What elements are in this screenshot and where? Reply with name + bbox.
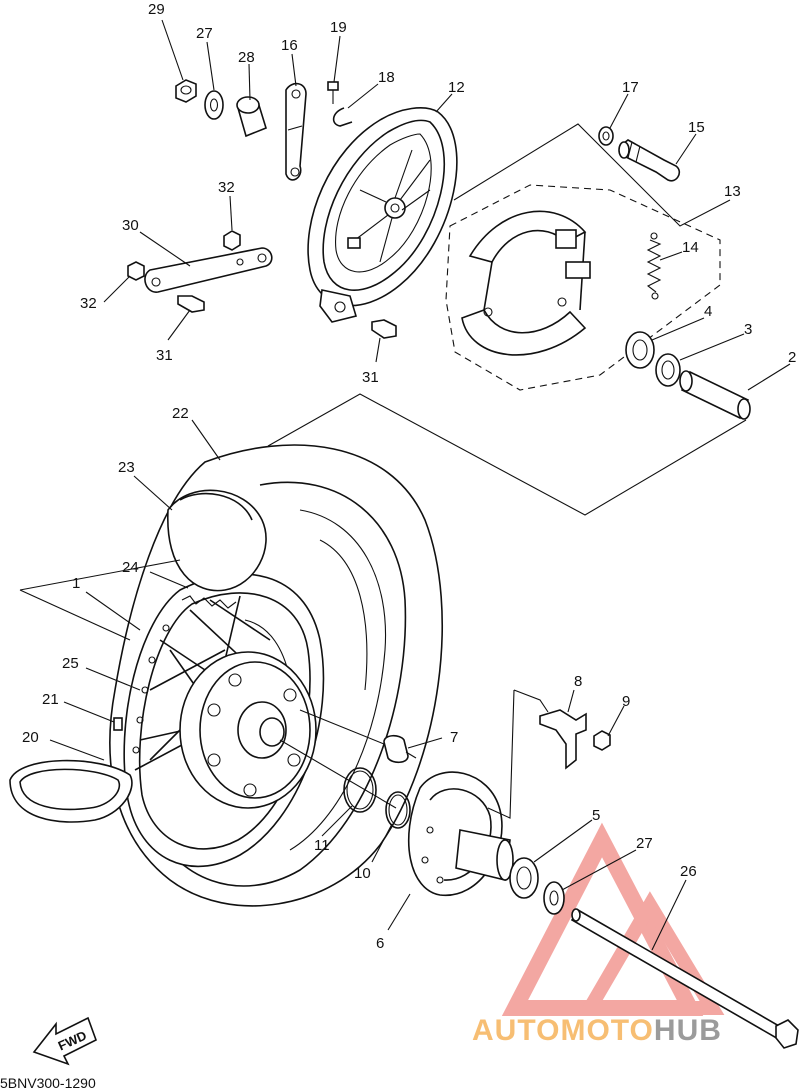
part-31-bolt-left [177, 295, 205, 313]
label-26: 26 [680, 863, 697, 880]
part-11-o-ring [343, 767, 377, 813]
label-31-right: 31 [362, 369, 379, 386]
part-8-lock-washer [539, 709, 587, 770]
label-32-upper: 32 [218, 179, 235, 196]
watermark-logo-icon [501, 822, 725, 1016]
label-12: 12 [448, 79, 465, 96]
part-7-damper [383, 734, 417, 764]
fwd-arrow-icon: FWD [32, 1016, 97, 1066]
part-17-washer [598, 126, 614, 146]
drawing-code: 5BNV300-1290 [0, 1075, 96, 1091]
label-29: 29 [148, 1, 165, 18]
label-18: 18 [378, 69, 395, 86]
watermark-text-part2: HUB [654, 1014, 722, 1047]
part-29-nut [175, 79, 197, 103]
part-24-rim-band [181, 595, 237, 609]
part-32-nut-lower [127, 261, 145, 281]
leader-lines [19, 19, 791, 951]
label-20: 20 [22, 729, 39, 746]
label-11: 11 [314, 837, 330, 854]
part-18-clip [332, 107, 353, 127]
part-16-rod [285, 82, 307, 181]
part-23-inner-tube [167, 489, 267, 592]
label-5: 5 [592, 807, 600, 824]
label-31-left: 31 [156, 347, 173, 364]
label-24: 24 [122, 559, 139, 576]
part-31-bolt-right [371, 319, 397, 339]
label-10: 10 [354, 865, 371, 882]
label-28: 28 [238, 49, 255, 66]
label-17: 17 [622, 79, 639, 96]
part-9-nut [593, 730, 611, 751]
part-15-brake-cam [618, 139, 681, 182]
label-14: 14 [682, 239, 699, 256]
part-26-axle [570, 908, 799, 1049]
label-19: 19 [330, 19, 347, 36]
part-27-washer-top [204, 90, 224, 120]
label-9: 9 [622, 693, 630, 710]
label-16: 16 [281, 37, 298, 54]
label-32-lower: 32 [80, 295, 97, 312]
part-30-torque-rod [144, 247, 273, 293]
label-2: 2 [788, 349, 796, 366]
part-20-tire-flap [9, 759, 133, 823]
label-4: 4 [704, 303, 712, 320]
label-15: 15 [688, 119, 705, 136]
hub [179, 651, 317, 809]
part-32-nut-upper [223, 230, 241, 251]
part-6-driven-hub [407, 771, 514, 896]
label-13: 13 [724, 183, 741, 200]
part-2-spacer [679, 370, 751, 420]
part-labels: 29 27 28 16 19 18 12 17 15 13 14 32 30 3… [22, 1, 796, 952]
part-14-spring [646, 232, 662, 300]
part-27-washer-bottom [543, 881, 565, 915]
label-1: 1 [72, 575, 80, 592]
watermark-text-part1: AUTOMOTO [472, 1014, 654, 1047]
part-5-bearing [509, 857, 539, 899]
part-10-o-ring [385, 791, 411, 829]
label-27: 27 [196, 25, 213, 42]
part-12-brake-panel [307, 107, 458, 323]
part-4-bearing [625, 331, 655, 369]
part-3-oil-seal [655, 353, 681, 387]
label-30: 30 [122, 217, 139, 234]
watermark-text: AUTOMOTOHUB [472, 1014, 722, 1047]
label-8: 8 [574, 673, 582, 690]
part-13-brake-shoe-kit [445, 184, 721, 391]
label-25: 25 [62, 655, 79, 672]
label-22: 22 [172, 405, 189, 422]
part-28-collar [236, 96, 267, 138]
label-23: 23 [118, 459, 135, 476]
label-3: 3 [744, 321, 752, 338]
label-21: 21 [42, 691, 59, 708]
label-7: 7 [450, 729, 458, 746]
label-27-lower: 27 [636, 835, 653, 852]
label-6: 6 [376, 935, 384, 952]
part-25-spoke-nipples [132, 624, 170, 754]
part-21-valve [113, 717, 123, 731]
part-19-bolt [327, 81, 339, 104]
